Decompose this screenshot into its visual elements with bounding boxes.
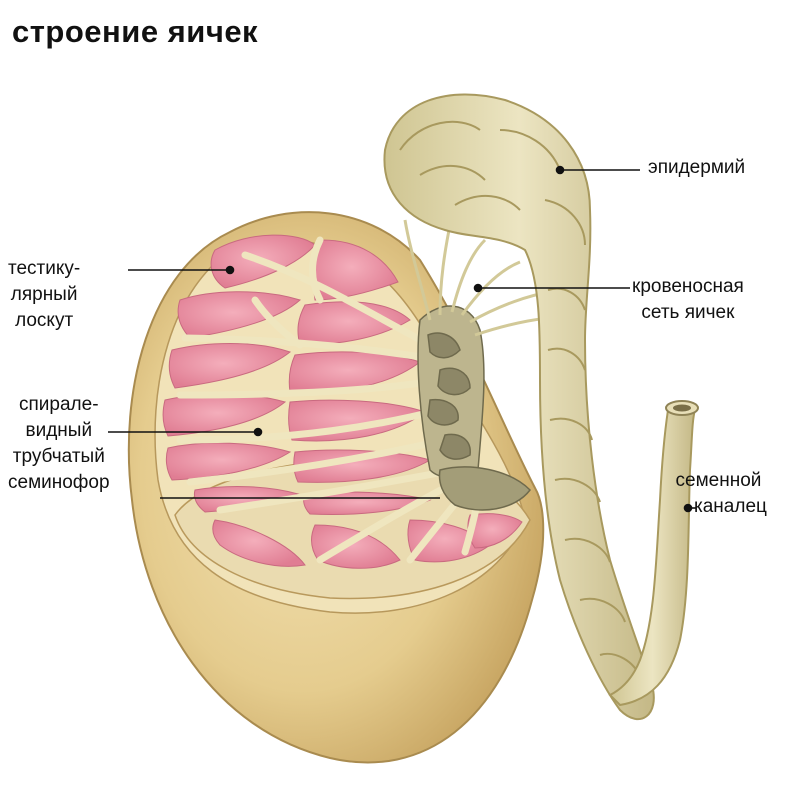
label-rete-testis: кровеносная сеть яичек xyxy=(632,276,744,323)
label-vas-deferens: семенной каналец xyxy=(675,470,767,517)
label-lobule: тестику- лярный лоскут xyxy=(8,258,81,331)
epididymis-shape xyxy=(383,93,655,721)
diagram-title: строение яичек xyxy=(12,14,259,49)
septa-group xyxy=(176,236,484,564)
lobules-group xyxy=(162,234,523,569)
leader-lines xyxy=(108,165,696,513)
rete-network xyxy=(417,305,531,511)
efferent-ducts xyxy=(403,219,551,337)
vas-deferens-shape xyxy=(608,400,699,707)
label-seminiferous-tubule: спирале- видный трубчатый семинофор xyxy=(8,394,110,493)
label-epididymis: эпидермий xyxy=(648,157,746,178)
